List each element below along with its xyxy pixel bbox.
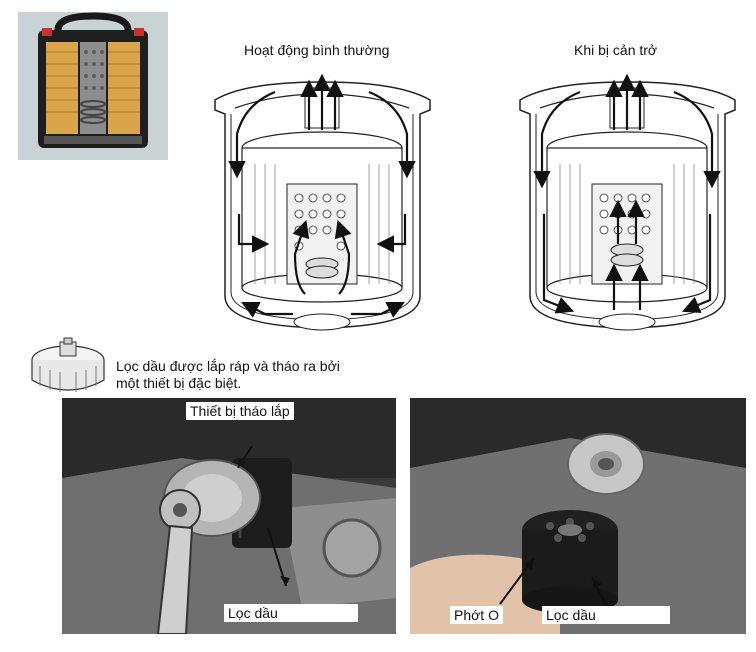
normal-operation-title: Hoạt động bình thường bbox=[244, 42, 390, 58]
removed-filter-photo: Phớt O Lọc dầu bbox=[410, 398, 746, 634]
tool-caption-line2: một thiết bị đặc biệt. bbox=[116, 375, 242, 391]
o-ring-label: Phớt O bbox=[450, 606, 503, 624]
blocked-operation-title: Khi bị cản trở bbox=[574, 42, 658, 58]
normal-flow-diagram bbox=[205, 64, 440, 340]
oil-filter-label-left: Lọc dầu bbox=[224, 604, 358, 622]
tool-caption-line1: Lọc dầu được lắp ráp và tháo ra bởi bbox=[116, 358, 340, 374]
removal-tool-label: Thiết bị tháo lắp bbox=[186, 402, 294, 420]
filter-cutaway-photo bbox=[18, 12, 168, 160]
oil-filter-label-right: Lọc dầu bbox=[542, 606, 670, 624]
filter-wrench-tool-icon bbox=[28, 336, 108, 400]
blocked-flow-diagram bbox=[510, 64, 745, 340]
removal-tool-photo: Thiết bị tháo lắp Lọc dầu bbox=[62, 398, 396, 634]
